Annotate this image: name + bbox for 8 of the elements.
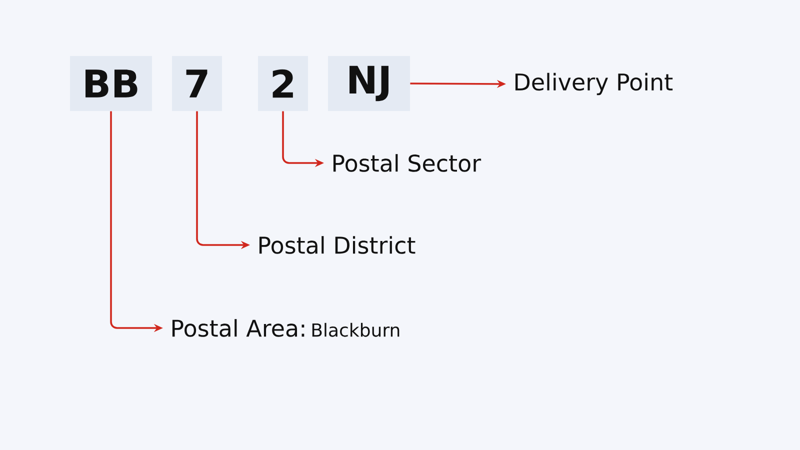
component-label: Delivery Point [515, 72, 673, 96]
component-label: Postal Sector [333, 154, 482, 172]
code-box: NJ [328, 56, 410, 111]
component-label: Postal Area: Blackburn [172, 319, 400, 337]
code-box: 7 [172, 56, 222, 111]
component-label: Postal District [259, 236, 416, 254]
code-box: 2 [258, 56, 308, 111]
code-box: BB [70, 56, 152, 111]
